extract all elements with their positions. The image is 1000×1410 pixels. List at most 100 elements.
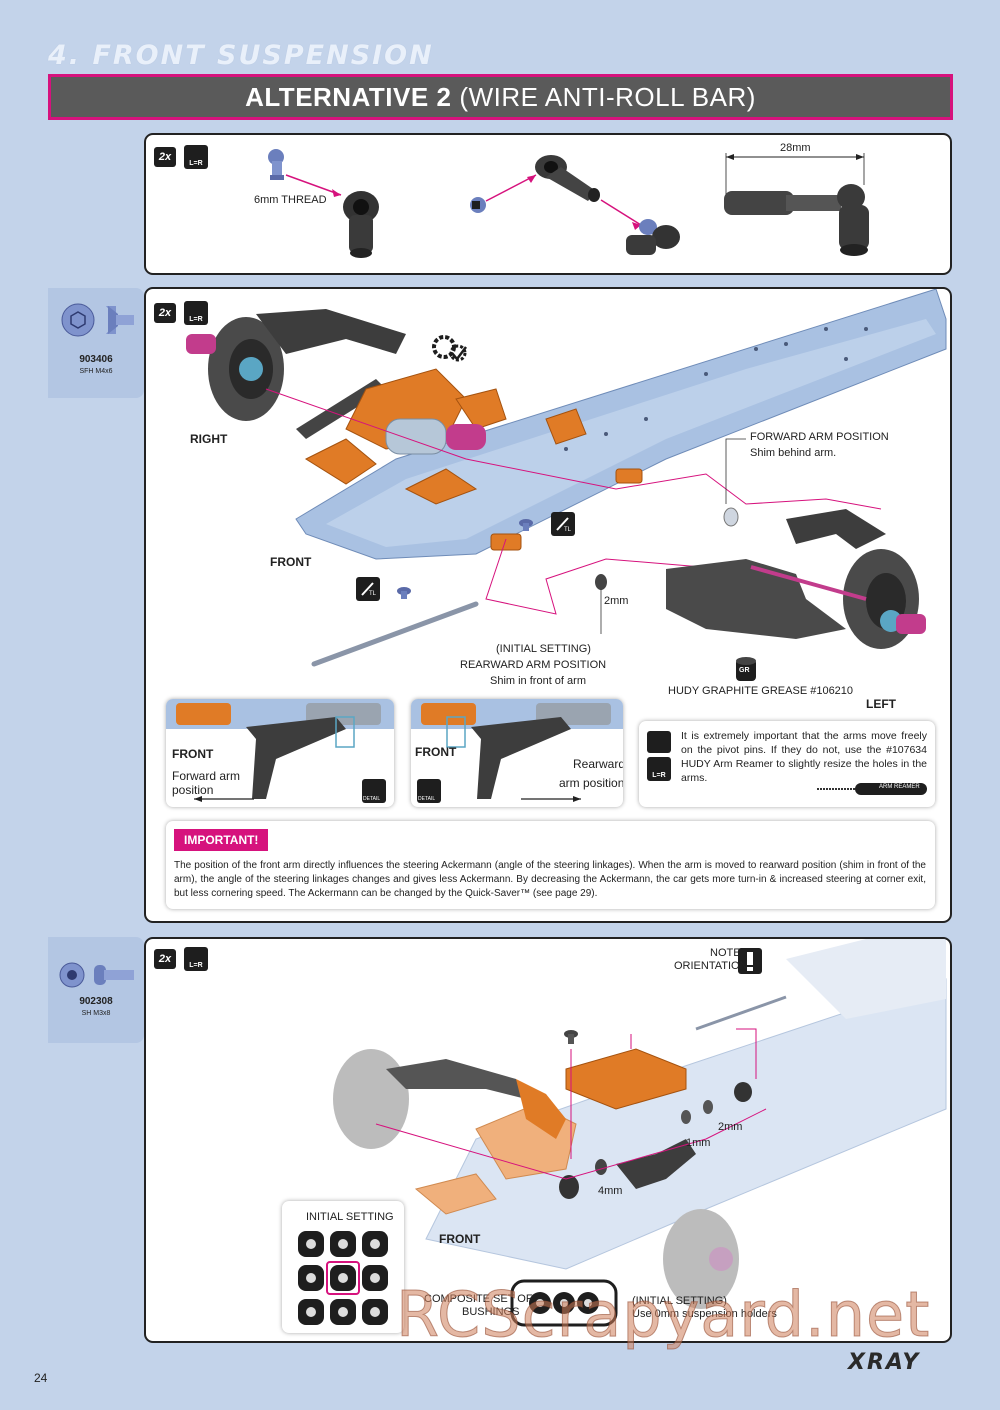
tl-label: TL [369, 591, 377, 597]
shim-2mm-label: 2mm [604, 595, 629, 607]
ball-stud-icon [470, 197, 486, 213]
ball-stud-icon [268, 149, 284, 180]
detail-badge-text: DETAIL [363, 796, 381, 802]
important-text: The position of the front arm directly i… [174, 860, 926, 899]
screw-icon [397, 519, 533, 599]
important-box: IMPORTANT! The position of the front arm… [166, 821, 935, 909]
grease-icon [736, 657, 756, 681]
grease-badge-text: GR [739, 667, 750, 674]
bushing-grid [298, 1231, 388, 1325]
shim-2mm [595, 574, 607, 590]
initial-setting-title: INITIAL SETTING [306, 1211, 394, 1223]
ball-stud-assembly-illustration [268, 149, 869, 258]
alternative-banner: ALTERNATIVE 2 (WIRE ANTI-ROLL BAR) [48, 74, 953, 120]
watermark: RCScrapyard.net [395, 1278, 931, 1352]
note-text: It is extremely important that the arms … [681, 730, 927, 784]
shim-4mm-label: 4mm [598, 1185, 623, 1197]
initial-setting-label: (INITIAL SETTING) [496, 643, 591, 655]
right-label: RIGHT [190, 432, 228, 446]
threadlock-icon [356, 512, 575, 601]
initial-line1: (INITIAL SETTING) [632, 1295, 727, 1307]
front-suspension-exploded-illustration [186, 289, 947, 681]
shim-2mm-label: 2mm [718, 1121, 743, 1133]
detail-icon [417, 779, 441, 803]
tool-label: ARM REAMER [879, 784, 920, 790]
rearward-arm-sub: Shim in front of arm [490, 675, 586, 687]
composite-bushing-set [510, 1279, 618, 1327]
qty-badge: 2x [154, 147, 176, 167]
arm-reamer-note: L=R It is extremely important that the a… [639, 721, 935, 807]
suspension-holder [565, 1048, 687, 1110]
lr-icon: L=R [184, 145, 208, 169]
shim-forward [723, 507, 739, 527]
detail-badge-text: DETAIL [418, 796, 436, 802]
lower-arm [616, 1139, 696, 1189]
shim-1mm-label: 1mm [686, 1137, 711, 1149]
left-arm-assembly [666, 509, 926, 649]
grease-label: HUDY GRAPHITE GREASE #106210 [668, 685, 854, 697]
ball-end-icon [343, 191, 379, 258]
detail-caption-2: position [172, 783, 214, 797]
qty-badge: 2x [154, 949, 176, 969]
detail-icon [362, 779, 386, 803]
forward-arm-title: FORWARD ARM POSITION [750, 431, 889, 443]
step2-panel: 2x L=R [144, 287, 952, 923]
brand-logo: XRAY [848, 1350, 921, 1375]
assembled-link-icon [724, 184, 869, 256]
detail-caption-2: arm position [559, 776, 623, 790]
part-spec: SFH M4x6 [79, 368, 113, 375]
reamer-icon [647, 731, 671, 753]
part-card-902308: 902308 SH M3x8 [48, 937, 144, 1043]
anti-roll-bar-wire [311, 601, 479, 667]
banner-rest: (WIRE ANTI-ROLL BAR) [459, 81, 756, 112]
step1-panel: 2x L=R [144, 133, 952, 275]
banner-bold: ALTERNATIVE 2 [245, 81, 452, 112]
tl-label: TL [564, 527, 572, 533]
part-code: 903406 [79, 354, 113, 365]
initial-line2: Use 0mm suspension holders [632, 1308, 777, 1320]
bushings-line2: BUSHINGS [462, 1306, 520, 1318]
part-card-903406: 903406 SFH M4x6 [48, 288, 144, 398]
detail-front-label: FRONT [415, 745, 457, 759]
socket-head-screw-icon [59, 962, 134, 988]
turnbuckle-rod-end-icon [535, 155, 600, 202]
note-line1: NOTE [710, 947, 741, 959]
arm-reamer-tool-icon [817, 783, 927, 795]
suspension-holder-exploded-illustration [333, 939, 947, 1309]
left-label: LEFT [866, 697, 896, 711]
qty-badge: 2x [154, 303, 176, 323]
detail-caption-1: Rearward [573, 757, 623, 771]
pivot-pin [695, 995, 787, 1031]
bushing-icon [559, 1082, 752, 1199]
section-title: 4. FRONT SUSPENSION [48, 40, 434, 71]
page-number: 24 [34, 1371, 48, 1385]
gear-check-icon [432, 335, 467, 362]
front-label: FRONT [270, 555, 312, 569]
right-upright [186, 317, 284, 421]
note-line2: ORIENTATION [674, 960, 748, 972]
dimension-label: 28mm [780, 142, 811, 154]
bushings-line1: COMPOSITE SET OF [424, 1293, 533, 1305]
upper-arm [256, 309, 406, 354]
important-tag: IMPORTANT! [174, 829, 269, 851]
ball-end-icon [626, 219, 680, 255]
lr-icon: L=R [647, 757, 671, 781]
detail-front-label: FRONT [172, 747, 214, 761]
rearward-arm-title: REARWARD ARM POSITION [460, 659, 607, 671]
rearward-detail-illustration [411, 699, 623, 802]
exclamation-icon [738, 948, 762, 974]
detail-rearward-position: FRONT Rearward arm position DETAIL [411, 699, 623, 807]
part-spec: SH M3x8 [81, 1010, 111, 1017]
step3-panel: 2x L=R [144, 937, 952, 1343]
forward-detail-illustration [166, 699, 394, 802]
screw-icon [564, 1030, 578, 1044]
detail-forward-position: FRONT Forward arm position DETAIL [166, 699, 394, 807]
thread-label: 6mm THREAD [254, 194, 327, 206]
initial-setting-panel: INITIAL SETTING [282, 1201, 404, 1333]
front-label: FRONT [439, 1232, 481, 1246]
flat-head-screw-icon [61, 303, 134, 337]
detail-caption-1: Forward arm [172, 769, 241, 783]
lr-icon: L=R [184, 947, 208, 971]
part-code: 902308 [79, 996, 113, 1007]
forward-arm-sub: Shim behind arm. [750, 447, 837, 459]
